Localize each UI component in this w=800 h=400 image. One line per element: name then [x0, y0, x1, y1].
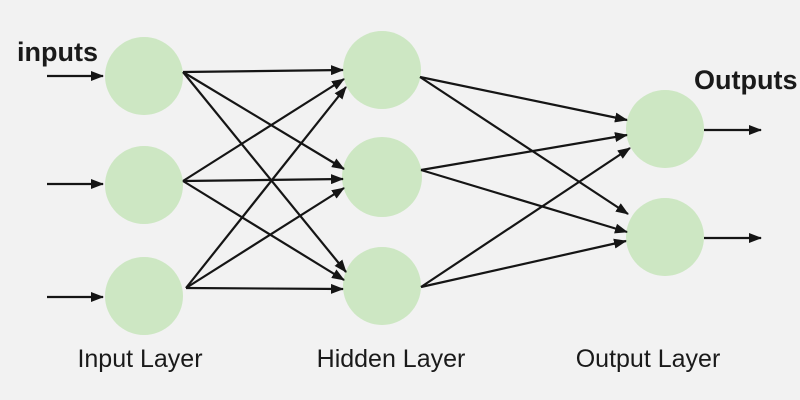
- connection-arrow: [420, 132, 628, 172]
- input-layer-node: [105, 257, 183, 335]
- connection-arrow: [182, 71, 347, 273]
- connection-arrow: [185, 86, 347, 289]
- input-layer-node: [105, 37, 183, 115]
- hidden-layer-node: [342, 137, 422, 217]
- connection-arrow: [182, 174, 344, 185]
- input-layer-label: Input Layer: [77, 345, 203, 373]
- inputs-label: inputs: [17, 37, 98, 67]
- output-layer-node: [626, 90, 704, 168]
- hidden-layer-label: Hidden Layer: [316, 345, 466, 373]
- input-layer-node: [105, 146, 183, 224]
- hidden-layer-node: [343, 31, 421, 109]
- nodes-group: [105, 31, 704, 335]
- connection-arrow: [185, 283, 344, 294]
- connection-arrow: [182, 78, 345, 182]
- connection-arrow: [182, 180, 345, 281]
- connection-arrow: [420, 238, 627, 289]
- outputs-label: Outputs: [694, 65, 798, 95]
- connection-arrow: [420, 168, 628, 234]
- hidden-layer-node: [343, 247, 421, 325]
- connection-arrow: [419, 76, 629, 215]
- output-layer-label: Output Layer: [575, 345, 721, 373]
- output-layer-node: [626, 198, 704, 276]
- connection-arrow: [420, 147, 631, 288]
- edges-group: [47, 65, 762, 302]
- connection-arrow: [419, 75, 628, 123]
- connection-arrow: [185, 187, 345, 289]
- connection-arrow: [182, 71, 345, 170]
- connection-arrow: [182, 65, 344, 76]
